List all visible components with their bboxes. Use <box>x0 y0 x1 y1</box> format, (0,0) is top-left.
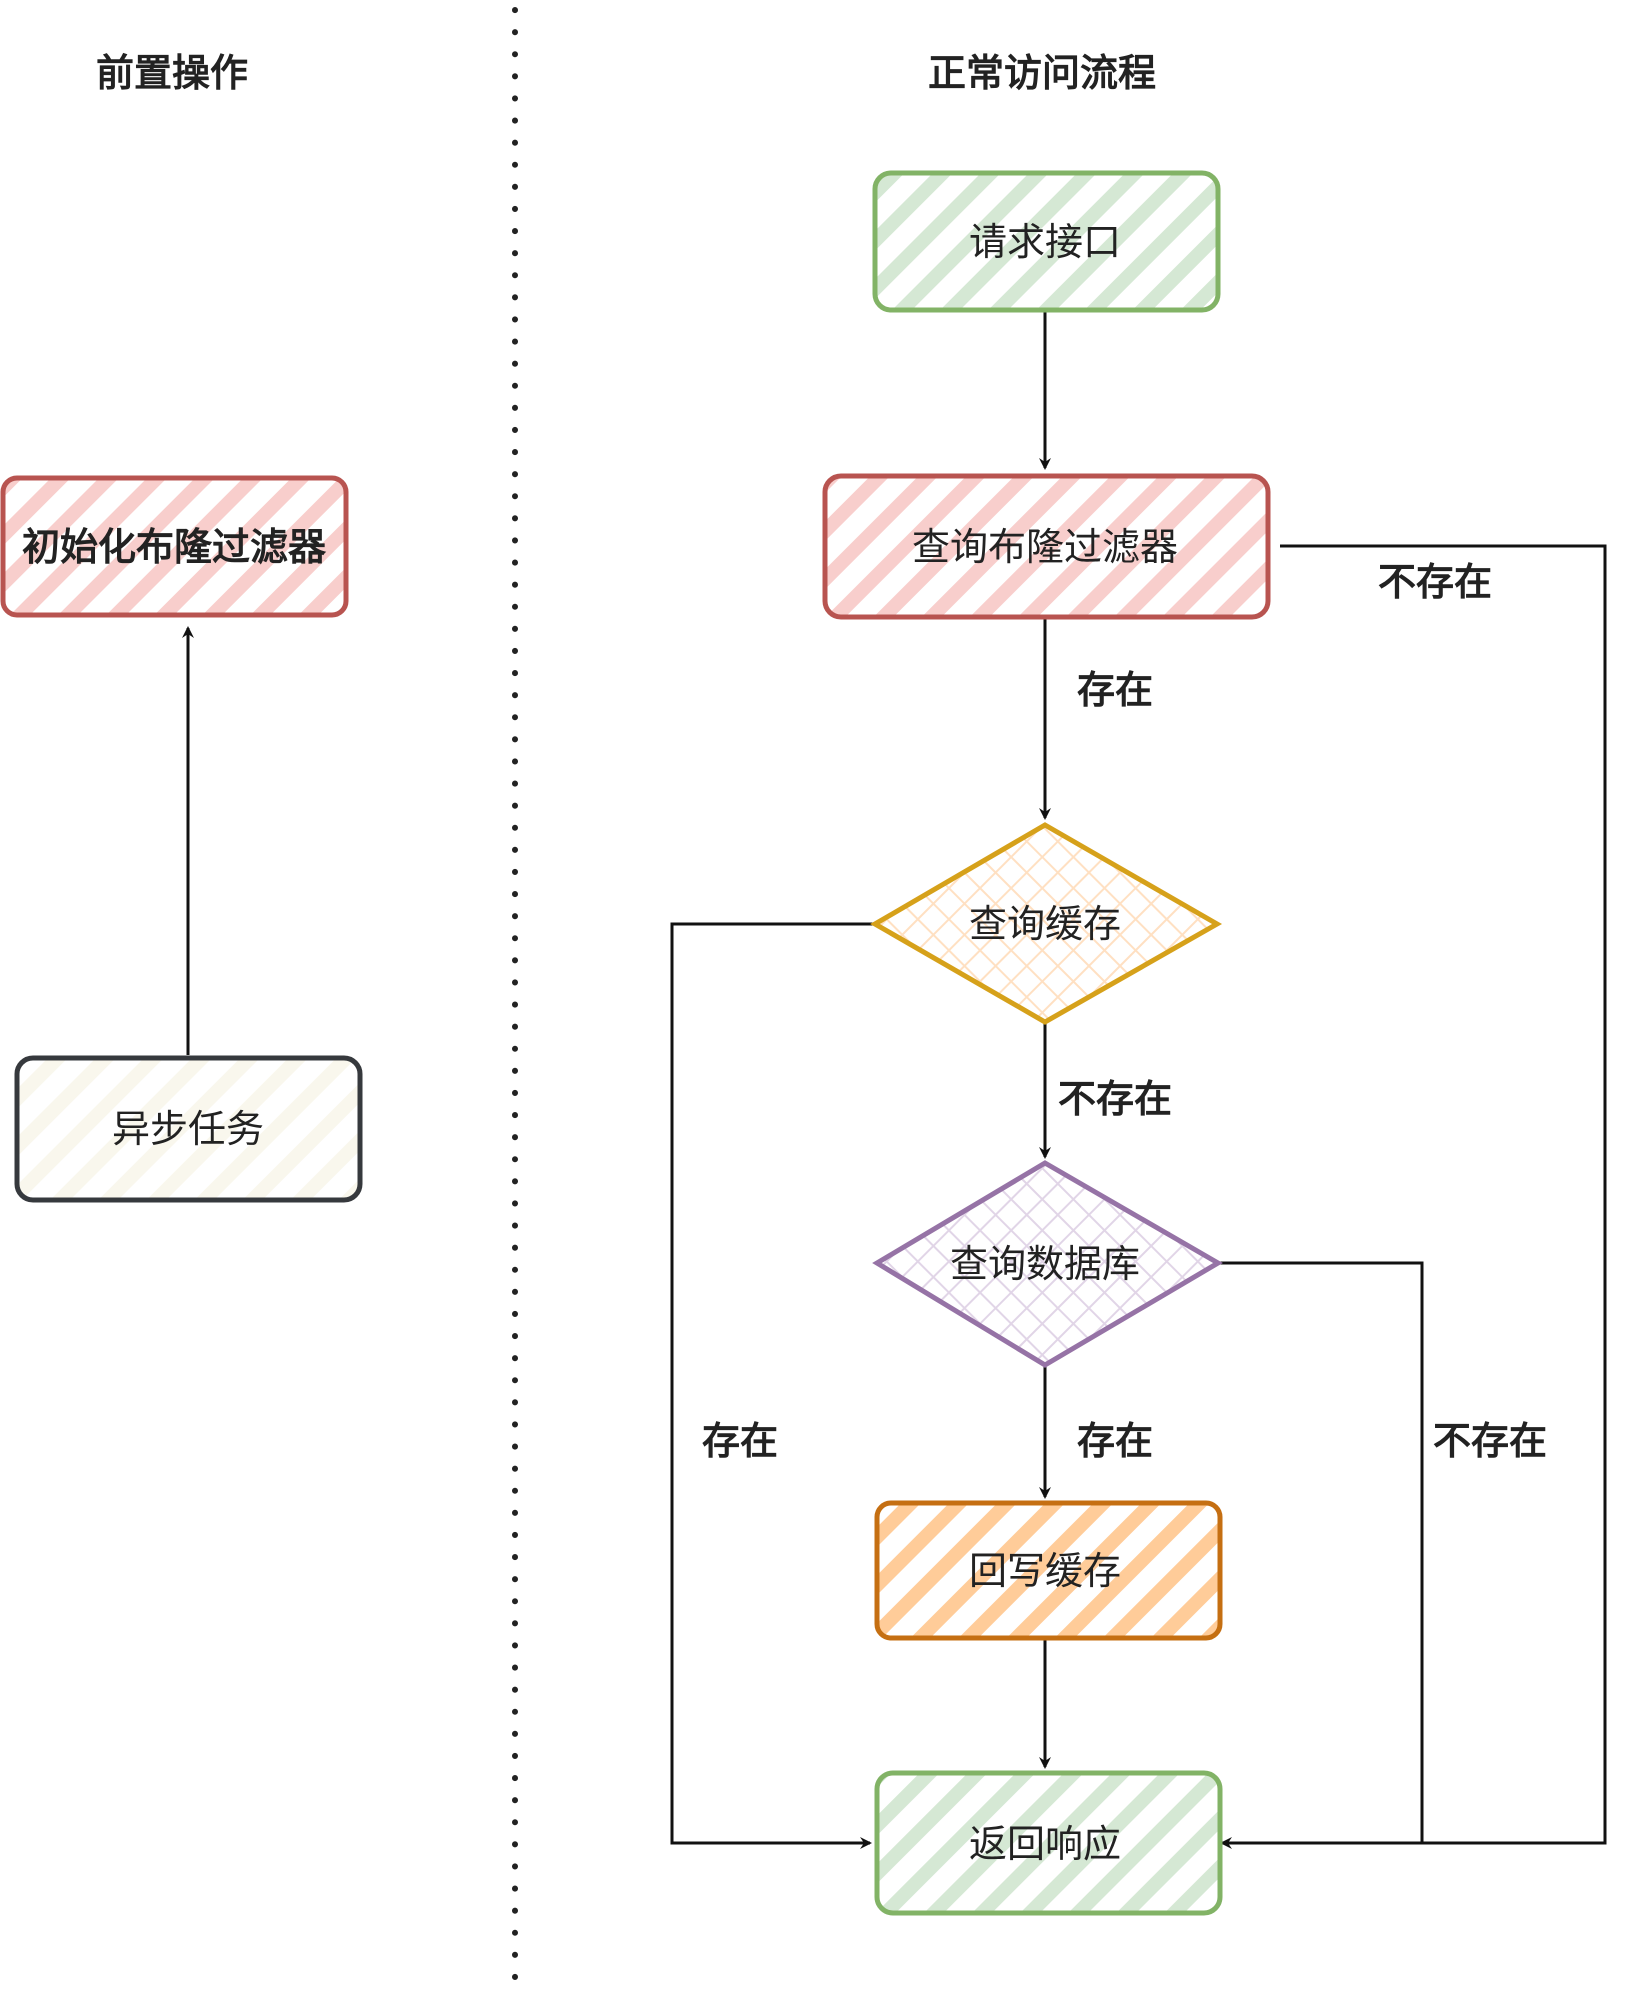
node-query-cache-label: 查询缓存 <box>969 902 1121 946</box>
edge-label-db-exist: 存在 <box>1077 1419 1153 1463</box>
node-init-bloom-filter-label: 初始化布隆过滤器 <box>22 525 327 569</box>
node-query-bloom-filter: 查询布隆过滤器 <box>822 473 1271 620</box>
node-write-back-cache-label: 回写缓存 <box>969 1549 1121 1593</box>
node-request-api-label: 请求接口 <box>969 220 1121 264</box>
right-section-title: 正常访问流程 <box>928 51 1156 95</box>
node-write-back-cache: 回写缓存 <box>874 1500 1223 1641</box>
edge-label-cache-exist: 存在 <box>702 1419 778 1463</box>
edge-label-cache-not-exist: 不存在 <box>1058 1077 1172 1121</box>
left-section-title: 前置操作 <box>96 51 248 95</box>
node-async-task: 异步任务 <box>14 1055 363 1203</box>
node-query-database-label: 查询数据库 <box>950 1242 1140 1286</box>
node-query-cache: 查询缓存 <box>870 822 1223 1025</box>
edge-db-to-response <box>1218 1261 1424 1843</box>
edge-label-db-not-exist: 不存在 <box>1433 1419 1547 1463</box>
node-async-task-label: 异步任务 <box>112 1107 264 1151</box>
node-request-api: 请求接口 <box>872 170 1221 313</box>
node-return-response-label: 返回响应 <box>969 1822 1121 1866</box>
edge-label-bloom-exist: 存在 <box>1077 668 1153 712</box>
node-query-database: 查询数据库 <box>872 1160 1223 1368</box>
node-return-response: 返回响应 <box>874 1770 1223 1916</box>
node-init-bloom-filter: 初始化布隆过滤器 <box>0 475 349 618</box>
edge-bloom-to-response <box>1220 544 1607 1849</box>
edge-cache-to-response <box>670 922 875 1849</box>
edge-label-bloom-not-exist: 不存在 <box>1378 560 1492 604</box>
node-query-bloom-filter-label: 查询布隆过滤器 <box>912 525 1178 569</box>
